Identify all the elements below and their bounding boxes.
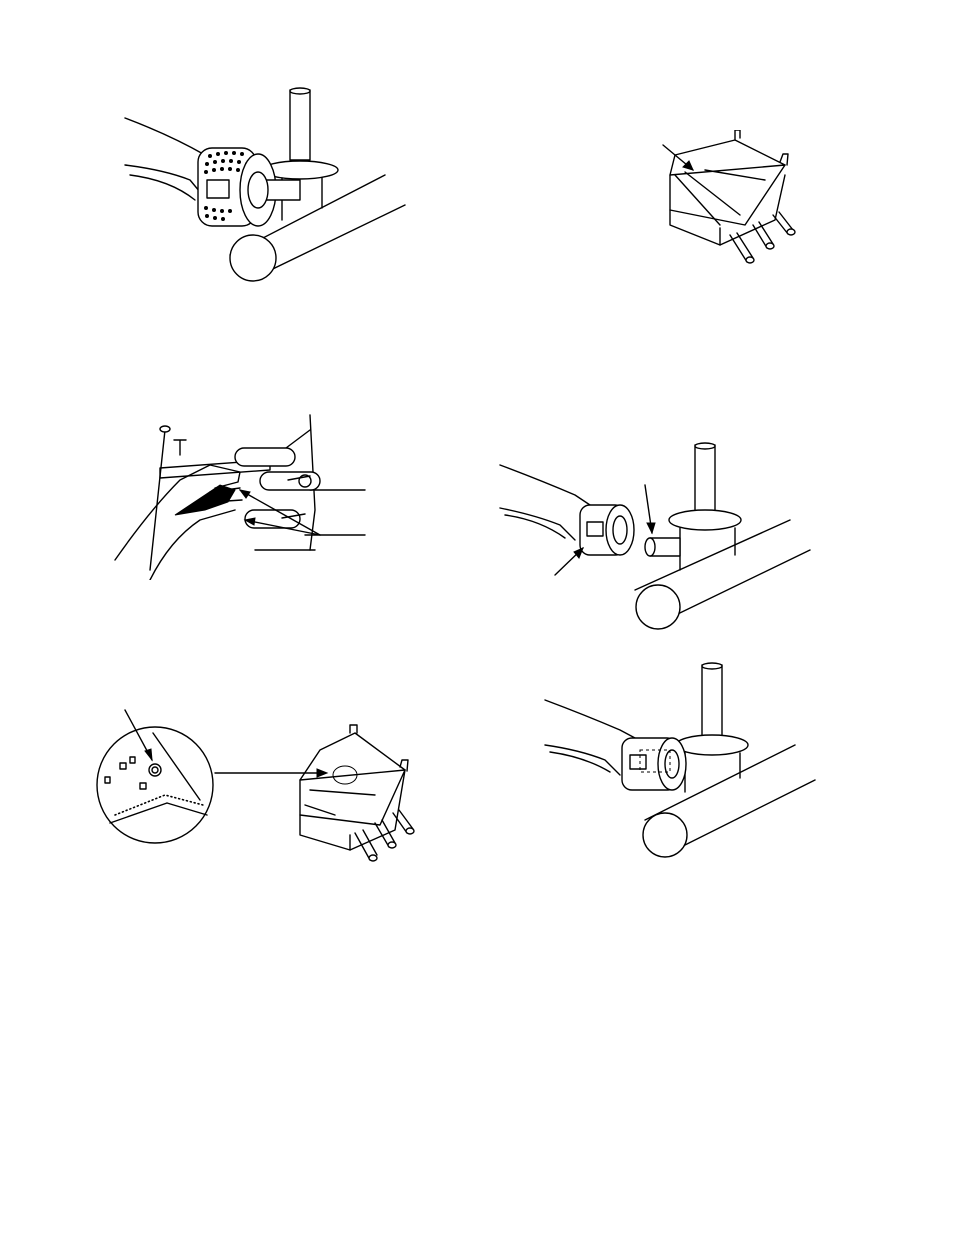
manifold-pipe-end <box>636 585 680 629</box>
magnified-detail <box>97 727 213 843</box>
figure-tube-installed <box>540 660 820 865</box>
shutter-window <box>207 180 229 198</box>
figure-shutter-removal <box>110 80 420 290</box>
manifold-pipe-end <box>230 235 276 281</box>
figure-tube-separated <box>495 440 815 635</box>
figure-burner-box-detail <box>95 705 425 875</box>
standpipe <box>290 90 310 160</box>
figure-burner-box-arrow <box>655 130 805 270</box>
figure-screw-removal <box>110 410 370 580</box>
manifold-pipe-end <box>643 813 687 857</box>
